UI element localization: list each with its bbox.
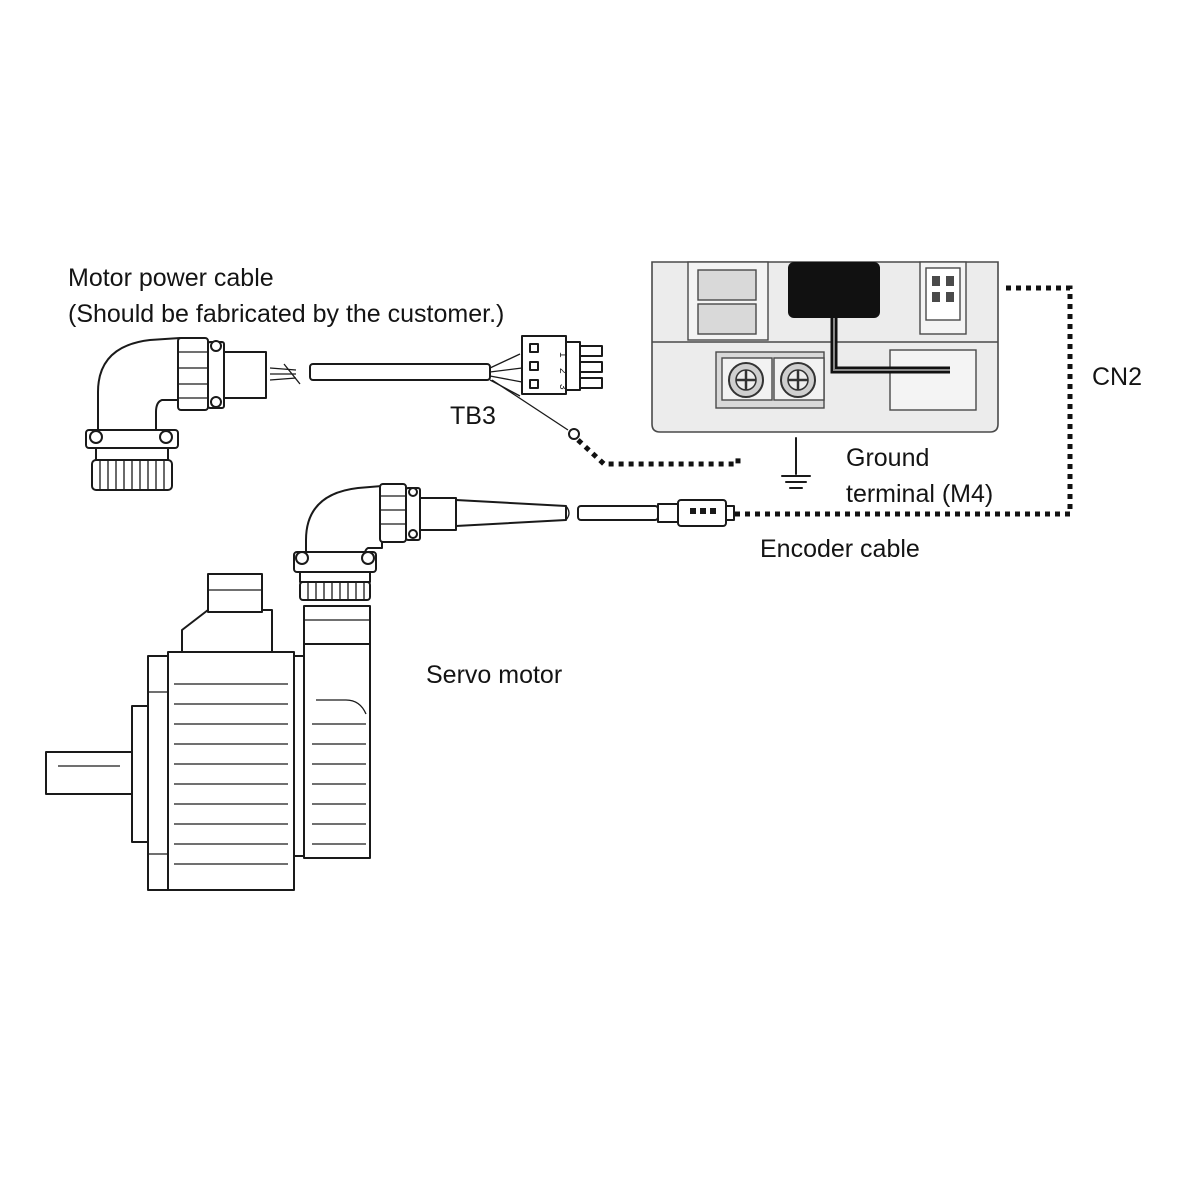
cn2-label: CN2 (1092, 363, 1143, 391)
screw-terminal-left (721, 357, 773, 401)
tb3-pin-1: 1 (557, 352, 568, 358)
motor-power-cable (85, 337, 580, 491)
cn2-receptacle (919, 261, 967, 335)
tb3-pin-2: 2 (557, 368, 568, 374)
servo-motor (45, 573, 371, 891)
tb3-label: TB3 (450, 402, 496, 430)
tb3-connector: 1 2 3 (521, 335, 603, 395)
ground-icon (781, 437, 811, 489)
cn2-dotted-line (734, 285, 1073, 517)
encoder-cable (293, 483, 735, 601)
motor-power-cable-label-line1: Motor power cable (68, 264, 274, 292)
encoder-cable-label: Encoder cable (760, 535, 920, 563)
tb3-pin-3: 3 (557, 384, 568, 390)
ground-terminal-label-line1: Ground (846, 444, 930, 472)
servo-drive (651, 261, 999, 433)
screw-terminal-right (773, 357, 825, 401)
ground-terminal-label-line2: terminal (M4) (846, 480, 994, 508)
servo-motor-label: Servo motor (426, 661, 563, 689)
ground-dotted-line (576, 438, 741, 467)
motor-power-cable-label-line2: (Should be fabricated by the customer.) (68, 300, 505, 328)
